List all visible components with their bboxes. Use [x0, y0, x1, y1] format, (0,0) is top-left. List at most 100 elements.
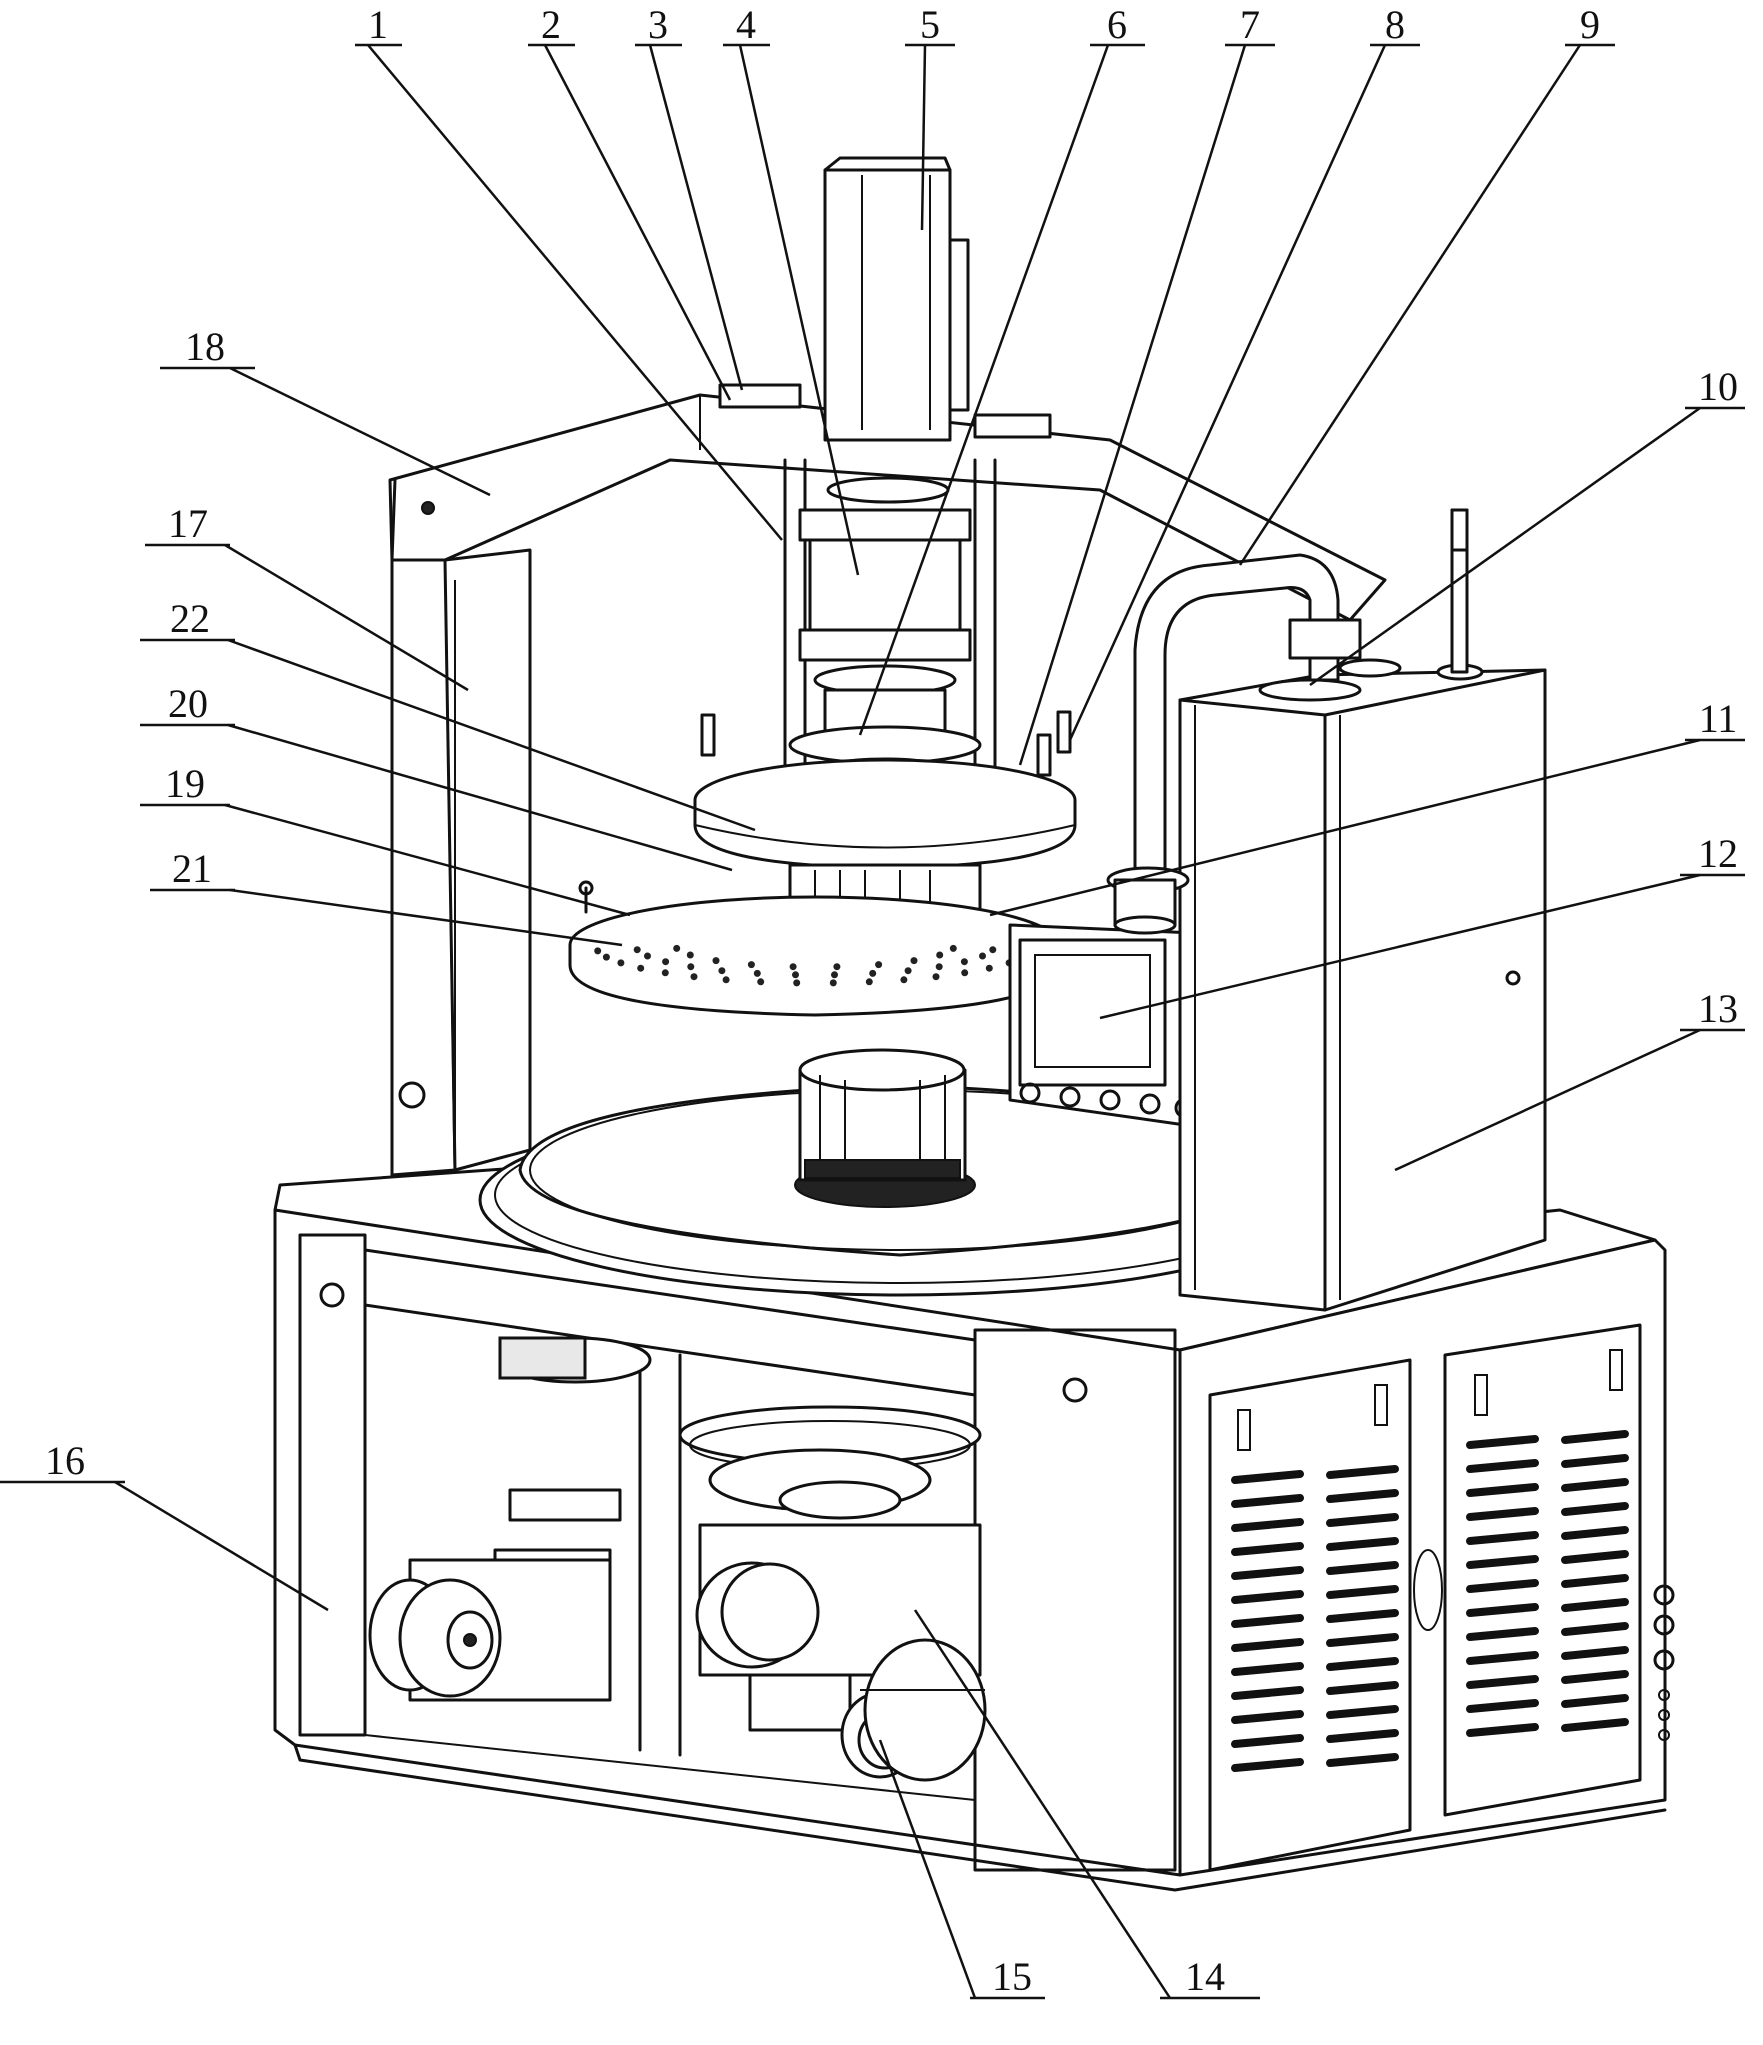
table-hole [686, 951, 694, 959]
leader-lines [0, 43, 1745, 2000]
table-hole [718, 967, 726, 975]
vent-slot [1561, 1574, 1629, 1588]
table-hole [875, 961, 883, 969]
vent-slot [1466, 1675, 1539, 1689]
vent-slot [1326, 1537, 1399, 1551]
vent-slot [1231, 1758, 1304, 1772]
label-5: 5 [920, 2, 940, 47]
table-hole [673, 944, 681, 952]
vent-slot [1231, 1734, 1304, 1748]
vent-slot [1561, 1646, 1629, 1660]
label-17: 17 [168, 501, 208, 546]
vent-slot [1561, 1718, 1629, 1732]
table-hole [932, 973, 940, 981]
vent-slot [1466, 1723, 1539, 1737]
table-hole [712, 957, 720, 965]
vent-slot [1466, 1435, 1539, 1449]
vent-slot [1326, 1489, 1399, 1503]
label-12: 12 [1698, 831, 1738, 876]
table-hole [687, 963, 695, 971]
table-hole [829, 979, 837, 987]
vent-slot [1326, 1729, 1399, 1743]
table-hole [869, 969, 877, 977]
vent-slot [1231, 1638, 1304, 1652]
vent-slot [1561, 1694, 1629, 1708]
vent-slot [1326, 1657, 1399, 1671]
vent-slot [1466, 1699, 1539, 1713]
table-hole [690, 973, 698, 981]
vent-slot [1466, 1507, 1539, 1521]
table-hole [617, 959, 625, 967]
vent-slot [1326, 1609, 1399, 1623]
vent-slot [1231, 1518, 1304, 1532]
vent-slot [1466, 1531, 1539, 1545]
label-18: 18 [185, 324, 225, 369]
servo-motor [823, 156, 970, 442]
table-hole [979, 952, 986, 960]
table-hole [661, 969, 669, 977]
vent-slot [1561, 1502, 1629, 1516]
table-hole [936, 951, 944, 959]
vent-slot [1231, 1686, 1304, 1700]
electrical-panel-doors [1208, 1323, 1675, 1872]
vent-slot [1466, 1483, 1539, 1497]
vent-slot [1561, 1550, 1629, 1564]
middle-table [568, 880, 1062, 1017]
table-hole [949, 944, 957, 952]
cable-duct [1106, 553, 1402, 935]
vent-slot [1561, 1526, 1629, 1540]
vent-slot [1561, 1454, 1629, 1468]
vent-slot [1561, 1598, 1629, 1612]
vent-slot [1326, 1633, 1399, 1647]
label-6: 6 [1107, 2, 1127, 47]
vent-slot [1231, 1566, 1304, 1580]
upper-ring [693, 710, 1077, 870]
vent-slot [1326, 1753, 1399, 1767]
vent-slot [1231, 1494, 1304, 1508]
table-hole [637, 964, 645, 972]
table-hole [594, 947, 602, 955]
table-hole [935, 963, 943, 971]
table-hole [989, 946, 997, 954]
vent-slot [1561, 1670, 1629, 1684]
label-11: 11 [1699, 696, 1738, 741]
table-hole [904, 967, 912, 975]
label-15: 15 [992, 1954, 1032, 1999]
vent-slot [1466, 1459, 1539, 1473]
table-hole [833, 963, 841, 971]
label-3: 3 [648, 2, 668, 47]
label-10: 10 [1698, 364, 1738, 409]
table-hole [900, 976, 908, 984]
label-2: 2 [541, 2, 561, 47]
label-7: 7 [1240, 2, 1260, 47]
table-hole [793, 979, 801, 987]
table-hole [753, 969, 761, 977]
table-hole [722, 976, 730, 984]
label-21: 21 [172, 846, 212, 891]
table-hole [789, 963, 797, 971]
lower-turntable [478, 1048, 1322, 1297]
control-panel [1008, 923, 1267, 1154]
table-hole [960, 958, 968, 966]
vent-slot [1326, 1561, 1399, 1575]
vent-slot [1231, 1590, 1304, 1604]
label-4: 4 [736, 2, 756, 47]
label-22: 22 [170, 596, 210, 641]
vent-slot [1466, 1603, 1539, 1617]
table-hole [865, 978, 873, 986]
vent-slot [1466, 1579, 1539, 1593]
table-hole [602, 953, 610, 961]
spindle-head [783, 458, 997, 793]
table-hole [757, 978, 765, 986]
vent-slot [1326, 1681, 1399, 1695]
label-8: 8 [1385, 2, 1405, 47]
label-1: 1 [368, 2, 388, 47]
vent-slot [1326, 1585, 1399, 1599]
vent-slot [1466, 1651, 1539, 1665]
vent-slot [1231, 1542, 1304, 1556]
table-hole [831, 971, 838, 979]
left-column [390, 503, 532, 1177]
label-19: 19 [165, 761, 205, 806]
vent-slot [1326, 1705, 1399, 1719]
